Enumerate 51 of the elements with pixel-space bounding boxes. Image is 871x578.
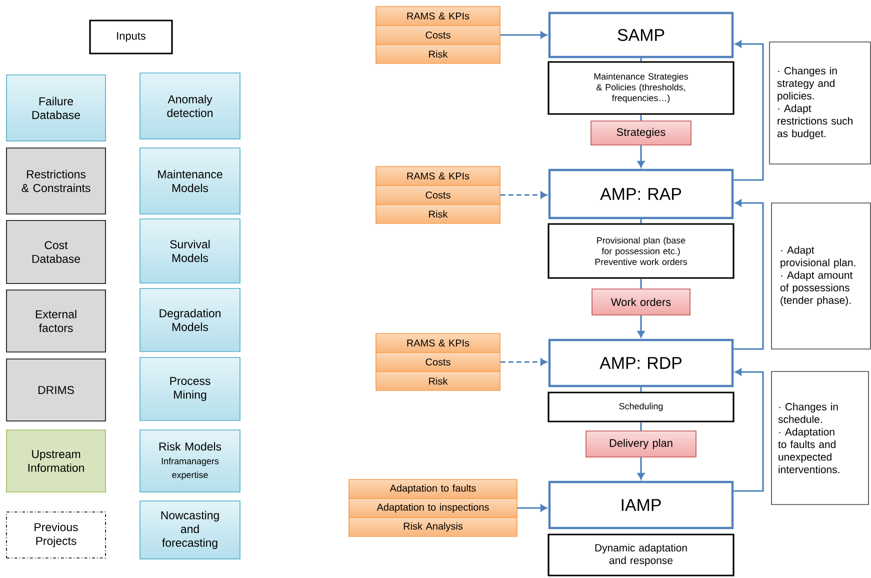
arrow: [500, 31, 547, 39]
input-box: Cost Database: [6, 220, 106, 284]
model-box: Degradation Models: [140, 288, 240, 352]
list-item-box: RAMS & KPIs: [376, 6, 500, 26]
inputs-box: Scheduling: [548, 392, 734, 422]
input-box: Previous Projects: [6, 512, 106, 558]
process-box: IAMP: [548, 480, 734, 530]
flow-label-box: Strategies: [590, 120, 692, 146]
input-box: Restrictions & Constraints: [6, 148, 106, 214]
model-box: Nowcasting and forecasting: [140, 500, 240, 560]
list-item-box: Risk: [376, 44, 500, 64]
input-box: Upstream Information: [6, 430, 106, 492]
arrow: [734, 368, 764, 492]
arrow: [637, 315, 645, 338]
note-box: · Changes in schedule. · Adaptation to faults and unexpected interventions.: [771, 371, 869, 505]
model-box: Process Mining: [140, 357, 240, 421]
list-item-box: Risk: [376, 371, 500, 391]
arrow: [500, 358, 547, 366]
inputs-box: Inputs: [89, 20, 173, 54]
list-item-box: Costs: [376, 185, 500, 205]
list-item-box: Risk: [376, 204, 500, 224]
list-item-box: Adaptation to faults: [348, 479, 518, 499]
process-box: AMP: RDP: [548, 338, 734, 388]
flow-label-box: Work orders: [592, 288, 690, 316]
arrow: [734, 40, 764, 181]
inputs-box: Maintenance Strategies & Policies (thresholds, frequencies…): [548, 61, 734, 115]
model-box: Anomaly detection: [140, 72, 240, 140]
arrow: [517, 504, 547, 512]
model-box: Failure Database: [6, 74, 106, 142]
note-box: · Changes in strategy and policies. · Adapt restrictions such as budget.: [769, 42, 871, 164]
inputs-box: Dynamic adaptation and response: [548, 534, 734, 576]
list-item-box: RAMS & KPIs: [376, 166, 500, 186]
arrow: [637, 457, 645, 480]
model-box: Maintenance Models: [140, 148, 240, 214]
list-item-box: Costs: [376, 352, 500, 372]
list-item-box: Risk Analysis: [348, 517, 518, 537]
process-box: SAMP: [548, 12, 734, 58]
process-box: AMP: RAP: [548, 168, 734, 220]
model-box: Risk Models Inframanagers expertise: [140, 430, 240, 492]
arrow: [637, 145, 645, 168]
model-box: Survival Models: [140, 218, 240, 284]
list-item-box: Adaptation to inspections: [348, 498, 518, 518]
input-box: External factors: [6, 290, 106, 352]
flow-label-box: Delivery plan: [586, 430, 696, 458]
inputs-box: Provisional plan (base for possession etc.) Preventive work orders: [548, 223, 734, 279]
list-item-box: RAMS & KPIs: [376, 333, 500, 353]
arrow: [734, 199, 764, 350]
list-item-box: Costs: [376, 25, 500, 45]
note-box: · Adapt provisional plan. · Adapt amount of possessions (tender phase).: [771, 202, 871, 350]
input-box: DRIMS: [6, 358, 106, 422]
arrow: [500, 191, 547, 199]
